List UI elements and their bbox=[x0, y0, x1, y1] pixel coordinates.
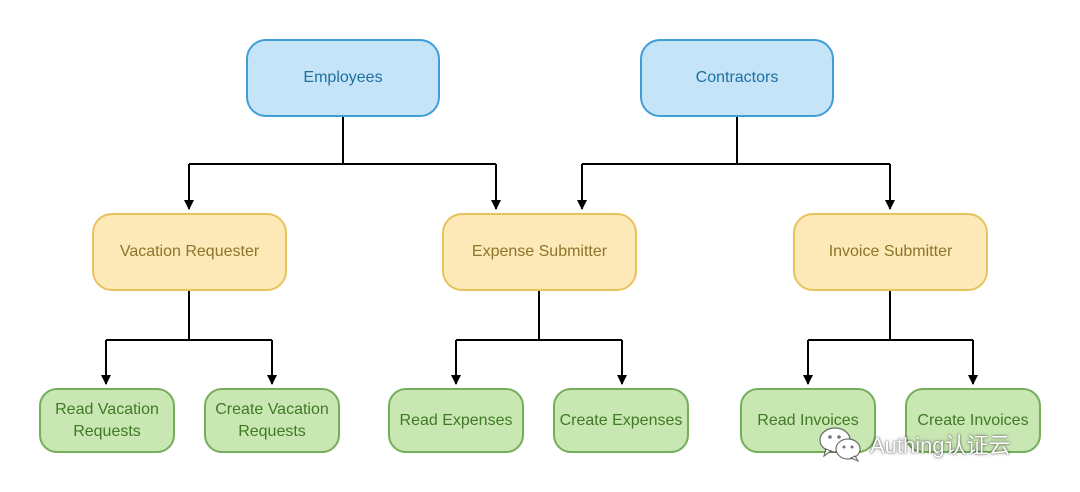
node-create-invoices: Create Invoices bbox=[905, 388, 1041, 453]
node-read-expenses: Read Expenses bbox=[388, 388, 524, 453]
node-create-expenses: Create Expenses bbox=[553, 388, 689, 453]
watermark-text: Authing认证云 bbox=[870, 433, 1011, 458]
watermark: Authing认证云 bbox=[818, 422, 1011, 466]
connector-employees bbox=[189, 117, 496, 165]
connector-expense bbox=[456, 291, 622, 341]
node-create-vacation-requests: Create Vacation Requests bbox=[204, 388, 340, 453]
wechat-icon bbox=[819, 427, 861, 463]
node-employees: Employees bbox=[246, 39, 440, 117]
node-vacation-requester: Vacation Requester bbox=[92, 213, 287, 291]
node-invoice-submitter: Invoice Submitter bbox=[793, 213, 988, 291]
connector-invoice bbox=[808, 291, 973, 341]
connector-contractors bbox=[582, 117, 890, 165]
node-contractors: Contractors bbox=[640, 39, 834, 117]
node-expense-submitter: Expense Submitter bbox=[442, 213, 637, 291]
node-read-vacation-requests: Read Vacation Requests bbox=[39, 388, 175, 453]
connector-vacation bbox=[106, 291, 272, 341]
